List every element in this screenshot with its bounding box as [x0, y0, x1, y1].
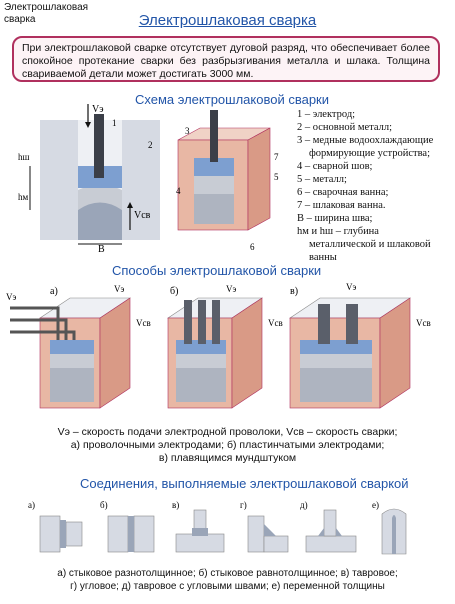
b-label: B — [98, 244, 105, 255]
methods-caption-line: Vэ – скорость подачи электродной проволо… — [57, 426, 398, 438]
scheme-diagram: Vэ 1 2 hш hм B Vсв 3 4 6 7 5 — [18, 104, 279, 255]
methods-caption-line: а) проволочными электродами; б) пластинч… — [70, 439, 385, 451]
joint-e: д) — [300, 500, 357, 553]
vsv-label: Vсв — [134, 210, 151, 221]
nozzle — [318, 304, 330, 344]
electrode-3d — [210, 110, 218, 162]
method-b-ve: Vэ — [226, 284, 236, 294]
legend-item: 4 – сварной шов; — [297, 161, 373, 172]
plate-electrode — [212, 300, 220, 344]
method-b-letter: б) — [170, 286, 178, 297]
svg-text:б): б) — [100, 500, 108, 510]
joints-caption-line: г) угловое; д) тавровое с угловыми швами… — [70, 581, 385, 592]
svg-text:в): в) — [172, 500, 179, 510]
joint-b: б) — [100, 500, 155, 553]
intro-box: При электрошлаковой сварке отсутствует д… — [12, 36, 440, 82]
methods-caption: Vэ – скорость подачи электродной проволо… — [0, 426, 455, 465]
ve-label: Vэ — [92, 104, 104, 115]
legend-item: 3 – медные водоохлаждающие формирующие у… — [297, 135, 434, 159]
joint-f: е) — [372, 500, 407, 555]
method-c-ve: Vэ — [346, 282, 356, 292]
method-c-letter: в) — [290, 286, 298, 297]
callout-3: 3 — [185, 126, 190, 136]
joint-c: в) — [172, 500, 225, 553]
svg-text:а): а) — [28, 500, 35, 510]
joints-title: Соединения, выполняемые электрошлаковой … — [80, 476, 409, 491]
method-a-ve-top: Vэ — [114, 284, 124, 294]
legend-item: 6 – сварочная ванна; — [297, 187, 389, 198]
callout-7: 7 — [274, 152, 279, 162]
legend-item: 1 – электрод; — [297, 109, 356, 120]
methods-caption-line: в) плавящимся мундштуком — [158, 452, 297, 464]
svg-text:д): д) — [300, 500, 308, 510]
metal-pool — [78, 185, 122, 210]
intro-text: При электрошлаковой сварке отсутствует д… — [22, 42, 430, 80]
scheme-title: Схема электрошлаковой сварки — [135, 92, 330, 107]
method-a-vsv: Vсв — [136, 318, 151, 328]
joint-a: а) — [28, 500, 83, 553]
slag-pool-3d — [194, 158, 234, 176]
joints-caption-line: а) стыковое разнотолщинное; б) стыковое … — [57, 568, 398, 579]
weld-seam — [78, 200, 122, 240]
wire-electrodes — [10, 306, 76, 340]
callout-5: 5 — [274, 172, 279, 182]
plate-electrode — [184, 300, 192, 344]
metal-pool-3d — [194, 176, 234, 194]
page-title: Электрошлаковая сварка — [138, 12, 317, 29]
svg-text:е): е) — [372, 500, 379, 510]
callout-2: 2 — [148, 140, 153, 150]
joints-diagram: а) б) в) г) д) е) — [28, 500, 407, 555]
weld-3d — [194, 194, 234, 224]
joint-d: г) — [240, 500, 289, 553]
electrode — [94, 114, 104, 178]
method-b-vsv: Vсв — [268, 318, 283, 328]
legend-item: 2 – основной металл; — [297, 122, 393, 133]
callout-1: 1 — [112, 118, 117, 128]
corner-label: Электрошлаковая сварка — [4, 2, 89, 25]
method-a-ve: Vэ — [6, 292, 16, 302]
methods-diagram: а) Vэ Vэ Vсв б) Vэ Vсв в) Vэ Vсв — [6, 282, 431, 409]
legend-item: 5 – металл; — [297, 174, 347, 185]
scheme-legend: 1 – электрод; 2 – основной металл; 3 – м… — [297, 108, 447, 264]
plate-electrode — [198, 300, 206, 344]
joints-caption: а) стыковое разнотолщинное; б) стыковое … — [0, 567, 455, 593]
legend-item: B – ширина шва; — [297, 213, 373, 224]
hm-label: hм — [18, 192, 29, 202]
legend-item: hм и hш – глубина металлической и шлаков… — [297, 226, 431, 263]
svg-text:г): г) — [240, 500, 247, 510]
legend-item: 7 – шлаковая ванна. — [297, 200, 386, 211]
callout-4: 4 — [176, 186, 181, 196]
nozzle — [346, 304, 358, 344]
method-c-vsv: Vсв — [416, 318, 431, 328]
callout-6: 6 — [250, 242, 255, 252]
methods-title: Способы электрошлаковой сварки — [112, 263, 322, 278]
method-a-letter: а) — [50, 286, 58, 297]
hsh-label: hш — [18, 152, 30, 162]
